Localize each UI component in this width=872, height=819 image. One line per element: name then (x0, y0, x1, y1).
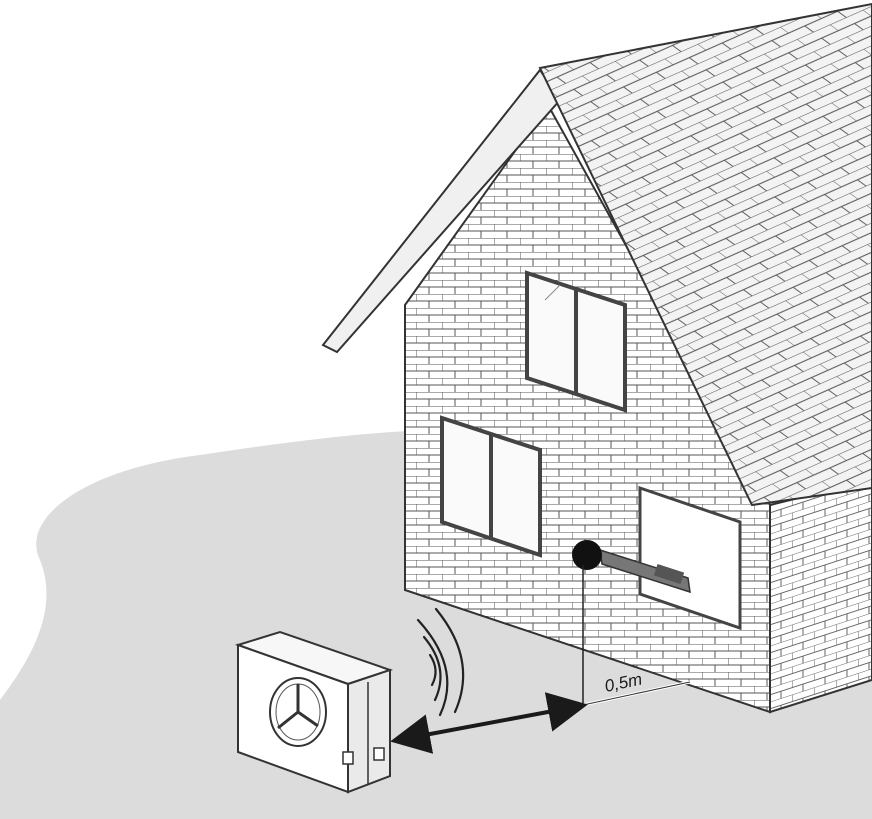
window-upper (525, 270, 627, 413)
double-headed-arrow-icon (390, 692, 588, 754)
roof-main (538, 2, 872, 507)
wall-cutaway-panel (599, 485, 742, 631)
house-side-wall (769, 478, 872, 714)
outdoor-temperature-sensor-icon (572, 540, 602, 705)
heat-pump-outdoor-unit-icon (234, 630, 394, 794)
window-lower (440, 415, 542, 558)
wireless-signal-icon (416, 607, 465, 717)
